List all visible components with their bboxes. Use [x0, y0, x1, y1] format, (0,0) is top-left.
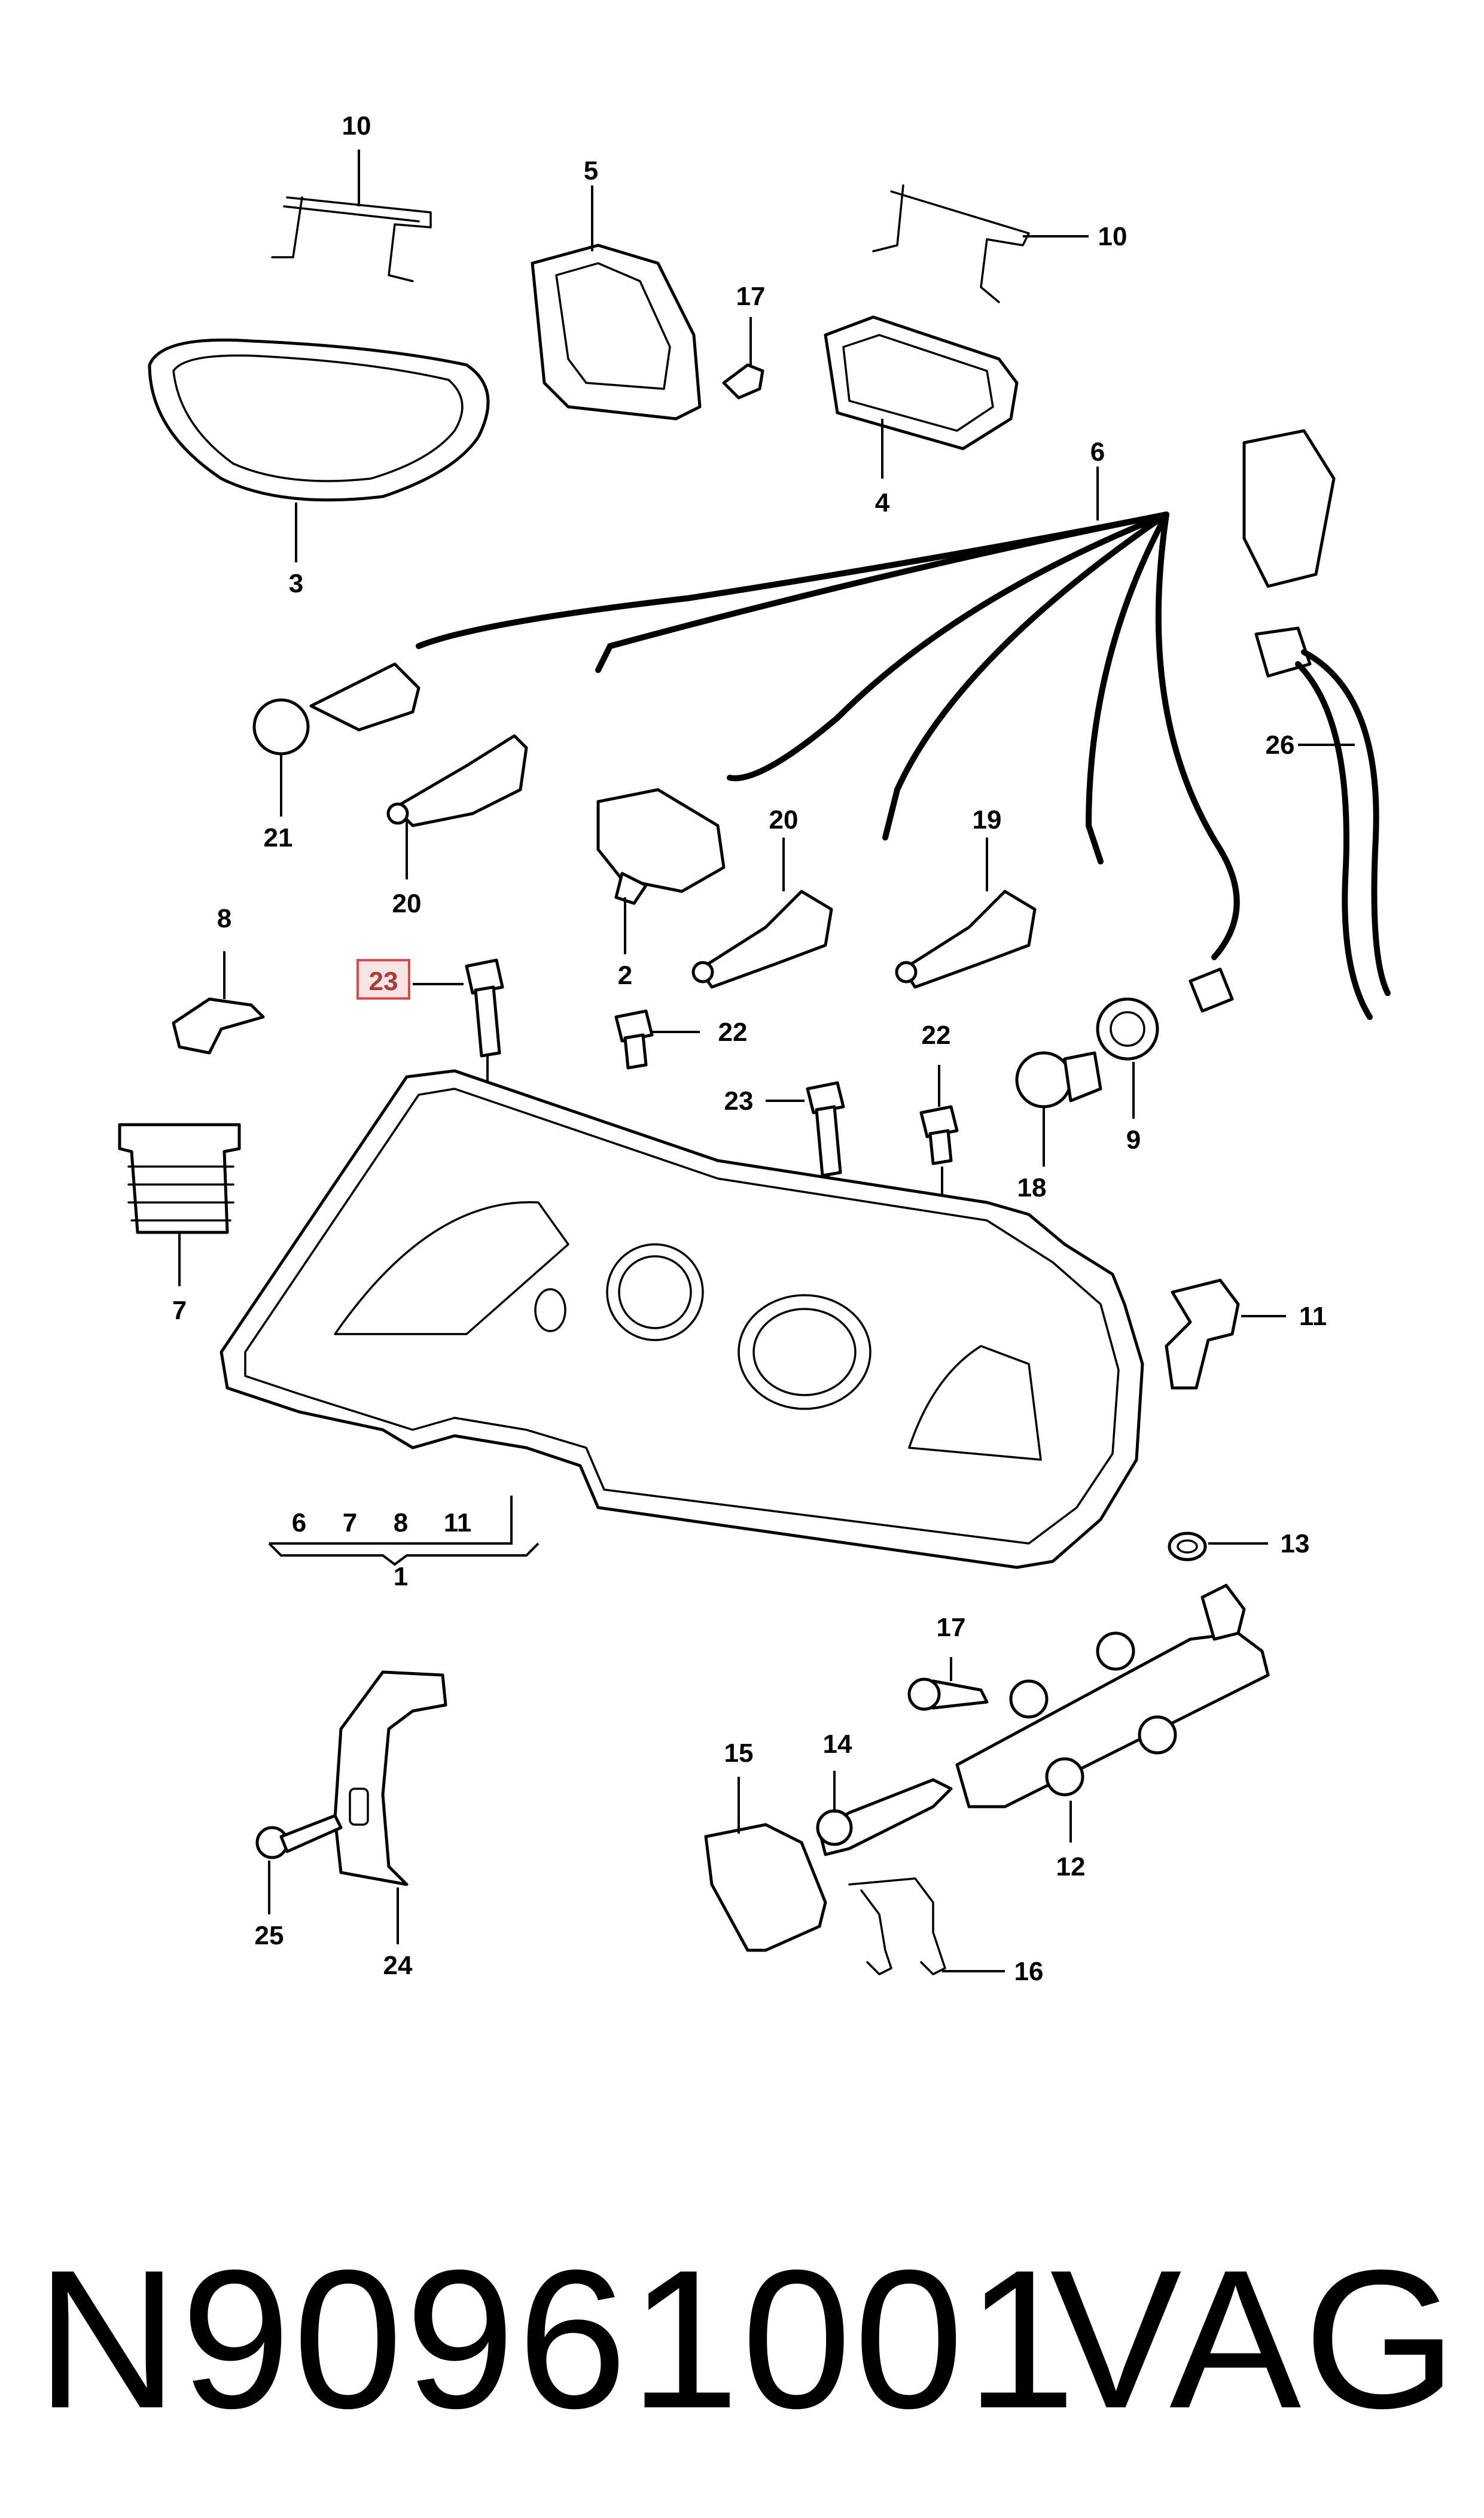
part-wiring-harness-6 — [416, 429, 1336, 960]
part-washer-cap-15 — [704, 1777, 827, 1952]
callout-20-right: 20 — [769, 805, 799, 835]
footer: N90961001 VAG — [36, 2213, 1459, 2465]
part-cover-cap-5 — [531, 185, 702, 421]
part-bulb-20-left — [386, 734, 528, 879]
highlight-box — [356, 959, 410, 1000]
part-wiring-26 — [1254, 626, 1391, 1020]
callout-9: 9 — [1126, 1125, 1141, 1155]
callout-14: 14 — [823, 1730, 852, 1759]
part-bulb-18 — [1015, 1051, 1102, 1167]
callout-1: 1 — [394, 1562, 408, 1591]
callout-4: 4 — [875, 488, 890, 517]
part-headlight-housing-1 — [220, 1069, 1144, 1569]
callout-8: 8 — [217, 904, 231, 933]
part-bolt-22-right — [919, 1065, 959, 1208]
callout-5: 5 — [584, 156, 598, 185]
callout-23: 23 — [724, 1086, 754, 1116]
part-bolt-22-left — [614, 1009, 700, 1070]
part-cover-4 — [824, 315, 1019, 479]
callout-21: 21 — [264, 823, 293, 852]
part-spring-clip-16 — [848, 1877, 1005, 1975]
part-clip-8 — [172, 951, 265, 1055]
brand-label: VAG — [1050, 2228, 1459, 2449]
callout-24: 24 — [383, 1951, 413, 1980]
callout-22-right: 22 — [922, 1021, 951, 1050]
callout-10-left: 10 — [342, 111, 371, 141]
callout-3: 3 — [289, 569, 303, 598]
callout-16: 16 — [1014, 1957, 1044, 1986]
part-washer-holder-12 — [955, 1584, 1270, 1843]
parts-diagram: 10 5 10 17 3 4 6 26 21 20 2 20 19 8 23 2… — [118, 111, 1391, 1986]
part-adjuster-motor-2 — [596, 788, 726, 954]
part-number: N90961001 — [36, 2228, 1078, 2449]
part-pin-14 — [816, 1771, 953, 1856]
part-gasket-3 — [148, 338, 490, 562]
part-bolt-23-left — [413, 958, 504, 1089]
callout-11: 11 — [1299, 1302, 1327, 1331]
callout-18: 18 — [1017, 1173, 1047, 1202]
callout-12: 12 — [1056, 1852, 1086, 1881]
sub-callout-6: 6 — [292, 1508, 306, 1537]
part-hose-11 — [1165, 1278, 1286, 1390]
part-clip-10-right — [872, 184, 1089, 303]
callout-6: 6 — [1090, 437, 1105, 467]
sub-callout-8: 8 — [394, 1508, 408, 1537]
part-bulb-20-right — [691, 838, 833, 989]
callout-15: 15 — [724, 1738, 754, 1768]
callout-22-left: 22 — [718, 1018, 748, 1047]
callout-13: 13 — [1281, 1529, 1310, 1558]
part-screw-17-bottom — [907, 1657, 989, 1711]
sub-callout-7: 7 — [343, 1508, 357, 1537]
part-bulb-19 — [895, 838, 1037, 989]
callout-17-bottom: 17 — [937, 1613, 966, 1642]
callout-23-highlighted: 23 — [369, 967, 398, 996]
part-screw-17-top — [722, 317, 764, 400]
callout-2: 2 — [618, 961, 632, 990]
part-o-ring-13 — [1168, 1531, 1268, 1561]
part-rubber-boot-7 — [118, 1123, 241, 1286]
part-bulb-21 — [252, 662, 420, 817]
part-bracket-24 — [333, 1670, 447, 1944]
callout-25: 25 — [255, 1921, 284, 1950]
part-clip-10-left — [271, 150, 432, 282]
part-bolt-23-right — [766, 1081, 845, 1208]
sub-callout-11: 11 — [444, 1508, 472, 1537]
callout-19: 19 — [973, 805, 1002, 835]
callout-7: 7 — [172, 1296, 187, 1325]
part-bulb-socket-9 — [1096, 967, 1234, 1119]
callout-10-right: 10 — [1098, 222, 1128, 251]
callout-26: 26 — [1266, 730, 1295, 760]
headlight-exploded-view: 10 5 10 17 3 4 6 26 21 20 2 20 19 8 23 2… — [118, 111, 1391, 1986]
part-screw-25 — [255, 1814, 343, 1914]
callout-20-left: 20 — [392, 889, 422, 918]
callout-17-top: 17 — [736, 282, 766, 311]
